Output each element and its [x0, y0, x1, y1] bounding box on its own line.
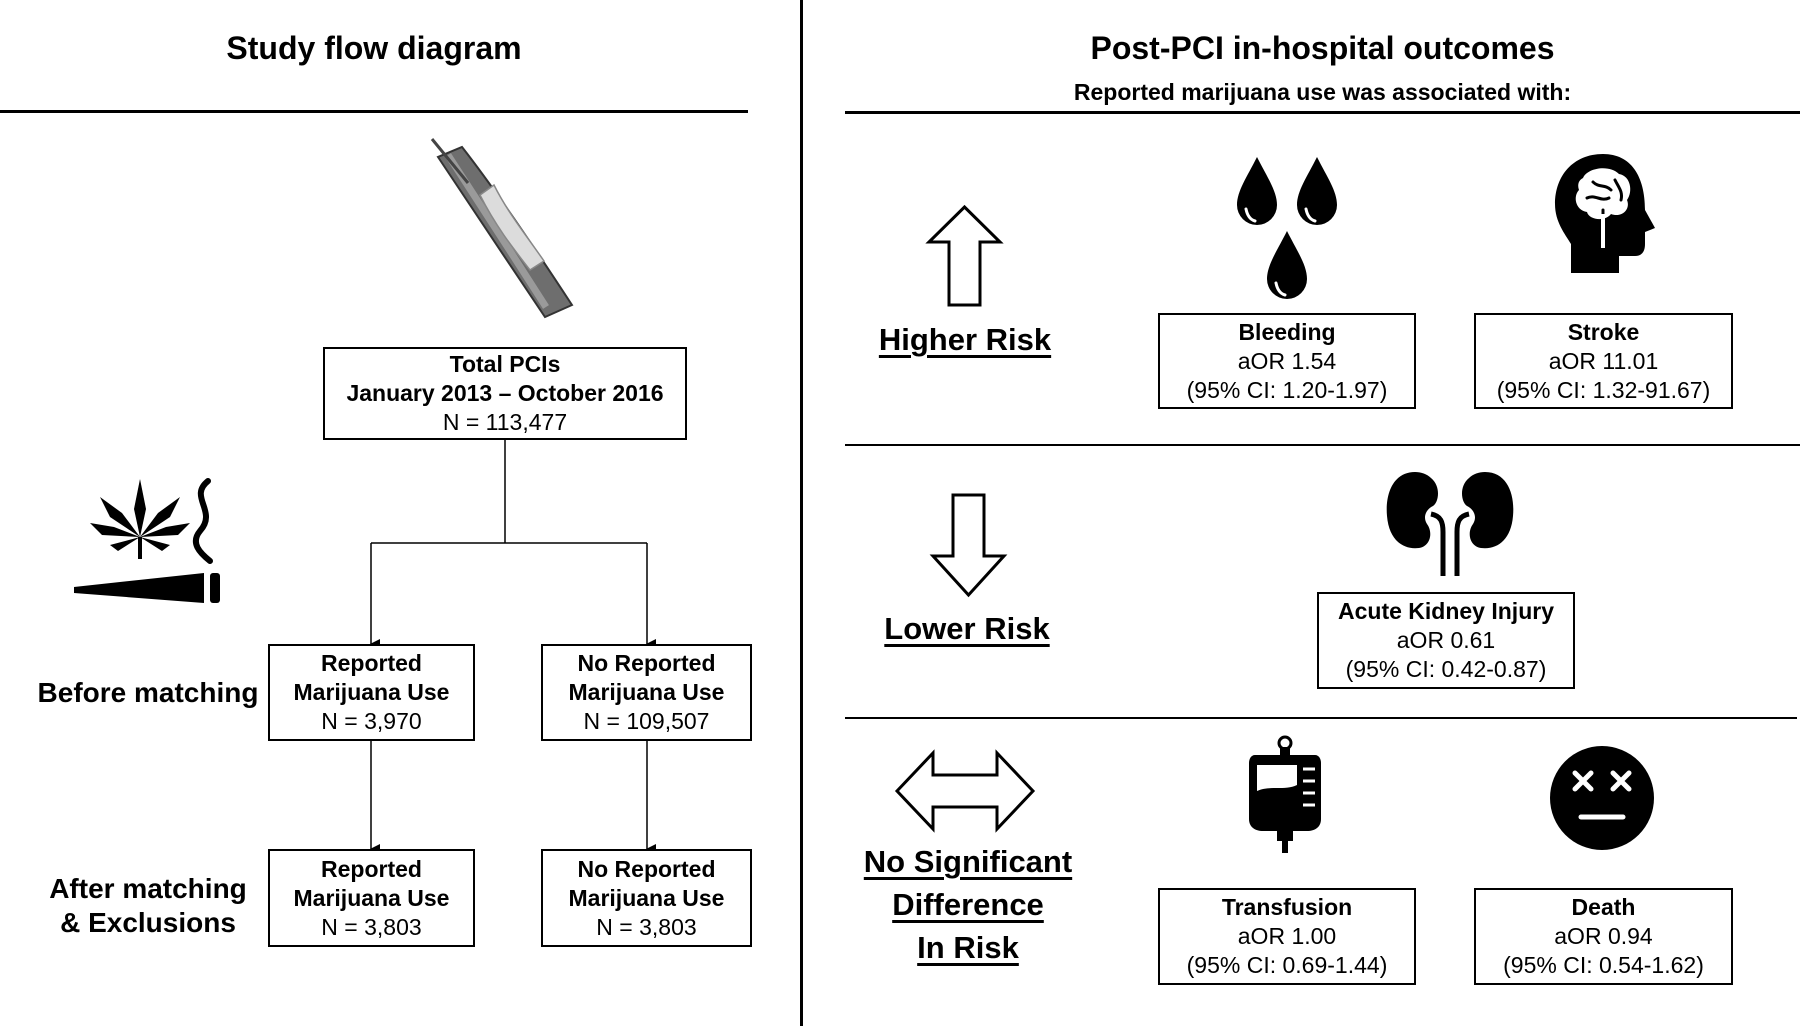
right-panel-title: Post-PCI in-hospital outcomes — [1090, 30, 1555, 66]
kidneys-icon — [1386, 472, 1514, 576]
aki-ci: (95% CI: 0.42-0.87) — [1345, 656, 1547, 682]
before-nomj-n: N = 109,507 — [583, 708, 710, 734]
stroke-box: Stroke aOR 11.01 (95% CI: 1.32-91.67) — [1474, 313, 1733, 409]
after-matching-label-line2: & Exclusions — [60, 907, 236, 938]
after-matching-label: After matching & Exclusions — [28, 872, 268, 940]
death-aor: aOR 0.94 — [1554, 923, 1653, 949]
double-arrow-icon — [894, 749, 1036, 833]
before-nomj-line2: Marijuana Use — [568, 679, 725, 705]
dead-face-icon — [1550, 746, 1654, 850]
stroke-name: Stroke — [1567, 318, 1640, 345]
after-mj-n: N = 3,803 — [321, 913, 422, 940]
total-pcis-box: Total PCIs January 2013 – October 2016 N… — [323, 347, 687, 440]
right-panel-subtitle: Reported marijuana use was associated wi… — [1073, 79, 1572, 105]
before-nomj-line1: No Reported — [577, 650, 716, 676]
aki-box: Acute Kidney Injury aOR 0.61 (95% CI: 0.… — [1317, 592, 1575, 689]
no-difference-label-line3: In Risk — [917, 930, 1019, 965]
total-pcis-n: N = 113,477 — [442, 409, 568, 435]
flow-connectors — [370, 440, 656, 854]
no-difference-label: No Significant Difference In Risk — [848, 840, 1088, 969]
after-nomj-line2: Marijuana Use — [568, 884, 725, 911]
cannabis-smoking-icon — [74, 478, 220, 603]
aki-name: Acute Kidney Injury — [1338, 598, 1554, 624]
no-difference-label-line2: Difference — [892, 887, 1044, 922]
lower-risk-label: Lower Risk — [884, 611, 1050, 646]
death-name: Death — [1571, 894, 1636, 920]
iv-bag-icon — [1249, 735, 1321, 853]
higher-lower-divider — [845, 444, 1800, 446]
stroke-aor: aOR 11.01 — [1548, 347, 1659, 374]
center-divider — [800, 0, 803, 1026]
death-ci: (95% CI: 0.54-1.62) — [1503, 952, 1704, 978]
stroke-ci: (95% CI: 1.32-91.67) — [1496, 376, 1711, 403]
after-matching-label-line1: After matching — [49, 873, 247, 904]
before-mj-line2: Marijuana Use — [293, 679, 450, 705]
transfusion-aor: aOR 1.00 — [1237, 923, 1337, 949]
after-nomj-n: N = 3,803 — [596, 913, 697, 940]
higher-risk-label: Higher Risk — [878, 322, 1052, 357]
transfusion-box: Transfusion aOR 1.00 (95% CI: 0.69-1.44) — [1158, 888, 1416, 985]
after-nomj-box: No Reported Marijuana Use N = 3,803 — [541, 849, 752, 947]
aki-aor: aOR 0.61 — [1396, 627, 1496, 653]
up-arrow-icon — [925, 204, 1004, 307]
artery-stent-icon — [430, 138, 574, 319]
bleeding-ci: (95% CI: 1.20-1.97) — [1186, 376, 1388, 403]
brain-head-icon — [1555, 154, 1655, 273]
transfusion-ci: (95% CI: 0.69-1.44) — [1186, 952, 1388, 978]
blood-drops-icon — [1237, 157, 1337, 299]
before-mj-box: Reported Marijuana Use N = 3,970 — [268, 644, 475, 741]
before-matching-label: Before matching — [37, 677, 259, 708]
down-arrow-icon — [929, 493, 1008, 598]
before-mj-n: N = 3,970 — [321, 708, 422, 734]
bleeding-name: Bleeding — [1238, 318, 1336, 345]
transfusion-name: Transfusion — [1221, 894, 1353, 920]
before-nomj-box: No Reported Marijuana Use N = 109,507 — [541, 644, 752, 741]
lower-nodiff-divider — [845, 717, 1797, 719]
total-pcis-label: Total PCIs — [449, 351, 561, 377]
before-mj-line1: Reported — [321, 650, 422, 676]
after-mj-line1: Reported — [321, 855, 422, 882]
left-title-rule — [0, 110, 748, 113]
bleeding-box: Bleeding aOR 1.54 (95% CI: 1.20-1.97) — [1158, 313, 1416, 409]
left-panel-title: Study flow diagram — [226, 30, 522, 66]
bleeding-aor: aOR 1.54 — [1237, 347, 1337, 374]
after-mj-box: Reported Marijuana Use N = 3,803 — [268, 849, 475, 947]
after-nomj-line1: No Reported — [577, 855, 716, 882]
no-difference-label-line1: No Significant — [863, 844, 1073, 879]
right-title-rule — [845, 111, 1800, 114]
after-mj-line2: Marijuana Use — [293, 884, 450, 911]
death-box: Death aOR 0.94 (95% CI: 0.54-1.62) — [1474, 888, 1733, 985]
total-pcis-period: January 2013 – October 2016 — [346, 380, 664, 406]
